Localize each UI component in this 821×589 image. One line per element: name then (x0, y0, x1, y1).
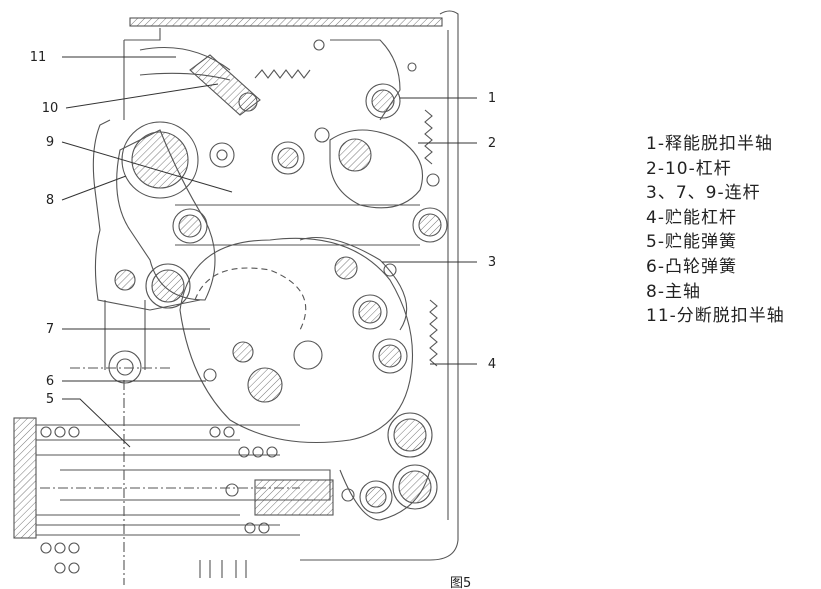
parts-legend: 1-释能脱扣半轴 2-10-杠杆 3、7、9-连杆 4-贮能杠杆 5-贮能弹簧 … (646, 132, 785, 329)
callout-labels: 11 10 9 8 7 6 5 1 2 3 4 (30, 50, 496, 407)
pivot-pins (108, 39, 448, 514)
callout-7: 7 (46, 322, 54, 337)
callout-10: 10 (42, 101, 59, 116)
callout-8: 8 (46, 193, 54, 208)
callout-3: 3 (488, 255, 496, 270)
legend-item: 6-凸轮弹簧 (646, 256, 737, 277)
callout-2: 2 (488, 136, 496, 151)
callout-11: 11 (30, 50, 47, 65)
callout-1: 1 (488, 91, 496, 106)
legend-item: 11-分断脱扣半轴 (646, 306, 785, 327)
callout-9: 9 (46, 135, 54, 150)
legend-item: 5-贮能弹簧 (646, 232, 737, 253)
legend-item: 8-主轴 (646, 281, 701, 302)
callout-6: 6 (46, 374, 54, 389)
figure-caption: 图5 (450, 576, 471, 589)
legend-item: 4-贮能杠杆 (646, 207, 737, 228)
legend-item: 1-释能脱扣半轴 (646, 134, 773, 154)
leader-lines (61, 56, 477, 448)
callout-4: 4 (488, 357, 496, 372)
legend-item: 2-10-杠杆 (646, 158, 732, 179)
legend-item: 3、7、9-连杆 (646, 183, 761, 204)
callout-5: 5 (46, 392, 54, 407)
